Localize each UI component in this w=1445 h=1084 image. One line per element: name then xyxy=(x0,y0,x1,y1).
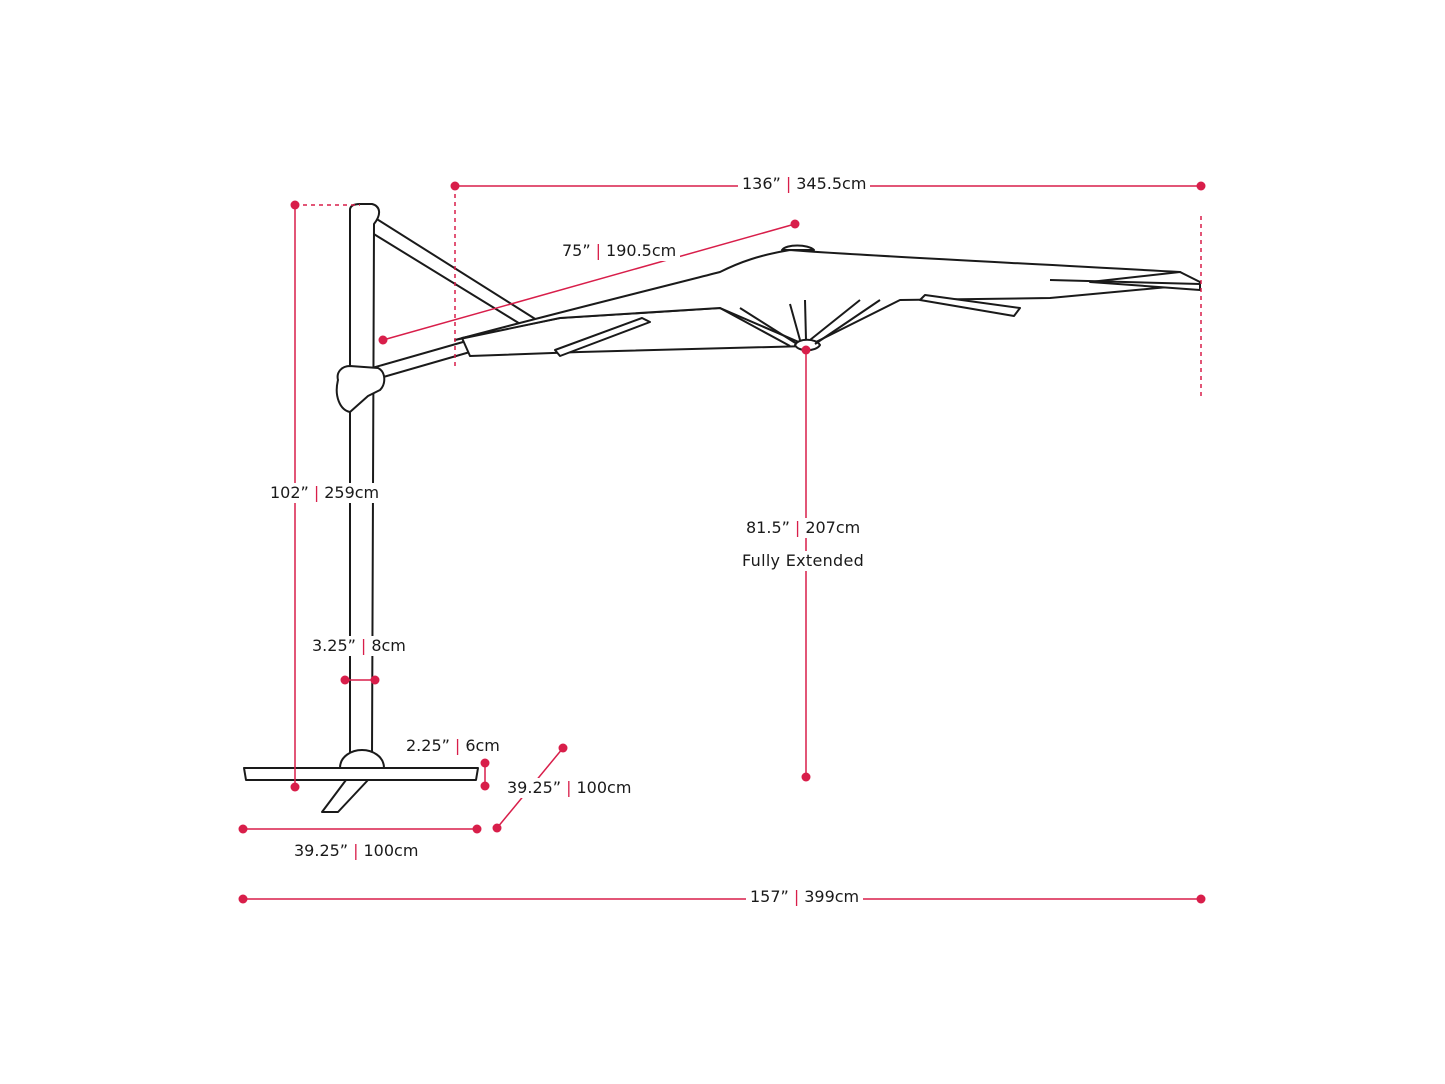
label-base-height: 2.25”|6cm xyxy=(402,736,504,756)
label-separator: | xyxy=(794,518,801,537)
label-imperial: 39.25” xyxy=(507,778,562,797)
label-canopy-radius: 75”|190.5cm xyxy=(558,241,681,261)
label-imperial: 75” xyxy=(562,241,591,260)
label-separator: | xyxy=(454,736,461,755)
label-pole-diameter: 3.25”|8cm xyxy=(308,636,410,656)
label-separator: | xyxy=(353,841,359,860)
label-separator: | xyxy=(566,778,572,797)
label-clearance-height: 81.5”|207cm xyxy=(742,518,865,538)
label-separator: | xyxy=(793,887,800,906)
label-separator: | xyxy=(785,174,792,193)
rib-line xyxy=(814,299,881,345)
label-pole-height: 102”|259cm xyxy=(266,483,384,503)
umbrella-outline xyxy=(243,203,1201,813)
dim-endpoint xyxy=(238,824,248,834)
dim-endpoint xyxy=(480,781,490,791)
support-strut xyxy=(363,215,541,331)
dim-endpoint xyxy=(450,181,460,191)
label-imperial: 81.5” xyxy=(746,518,790,537)
label-imperial: 157” xyxy=(750,887,789,906)
rib-line xyxy=(739,307,798,345)
label-imperial: 136” xyxy=(742,174,781,193)
label-total-width: 157”|399cm xyxy=(746,887,864,907)
base-leg xyxy=(321,779,369,813)
dimension-endpoints xyxy=(238,181,1206,904)
crank-housing xyxy=(335,365,386,413)
label-metric: 399cm xyxy=(804,887,860,906)
label-imperial: 39.25” xyxy=(294,841,349,860)
rib-line xyxy=(1049,279,1201,285)
dim-line-canopy-radius xyxy=(382,223,796,341)
label-base-width: 39.25”|100cm xyxy=(290,841,423,861)
base-collar xyxy=(339,749,385,769)
dim-endpoint xyxy=(558,743,568,753)
rib-line xyxy=(789,303,801,341)
label-metric: 345.5cm xyxy=(796,174,867,193)
label-imperial: 3.25” xyxy=(312,636,356,655)
dim-endpoint xyxy=(480,758,490,768)
dim-endpoint xyxy=(1196,894,1206,904)
dim-endpoint xyxy=(472,824,482,834)
label-metric: 6cm xyxy=(465,736,500,755)
label-metric: 100cm xyxy=(363,841,419,860)
dim-endpoint xyxy=(801,772,811,782)
label-separator: | xyxy=(313,483,320,502)
canopy-rib-right xyxy=(919,294,1021,317)
dim-endpoint xyxy=(492,823,502,833)
dim-endpoint xyxy=(290,200,300,210)
dim-endpoint xyxy=(290,782,300,792)
label-imperial: 2.25” xyxy=(406,736,450,755)
label-base-depth: 39.25”|100cm xyxy=(503,778,636,798)
label-separator: | xyxy=(595,241,602,260)
dim-endpoint xyxy=(340,675,350,685)
canopy-finial xyxy=(781,244,815,251)
label-canopy-width: 136”|345.5cm xyxy=(738,174,871,194)
rib-line xyxy=(809,299,861,341)
label-metric: 100cm xyxy=(576,778,632,797)
dim-endpoint xyxy=(801,345,811,355)
dim-endpoint xyxy=(238,894,248,904)
dim-endpoint xyxy=(1196,181,1206,191)
canopy-rib-left xyxy=(554,317,651,357)
base-plate xyxy=(243,767,479,781)
label-metric: 8cm xyxy=(371,636,406,655)
dim-endpoint xyxy=(370,675,380,685)
label-separator: | xyxy=(360,636,367,655)
label-metric: 259cm xyxy=(324,483,380,502)
label-metric: 207cm xyxy=(805,518,861,537)
label-metric: 190.5cm xyxy=(606,241,677,260)
rib-line xyxy=(804,299,807,341)
label-imperial: 102” xyxy=(270,483,309,502)
label-clearance-note: Fully Extended xyxy=(738,551,869,571)
canopy-hub xyxy=(794,338,821,352)
canopy-right-tip xyxy=(1089,271,1201,291)
umbrella-pole xyxy=(349,203,380,757)
dim-endpoint xyxy=(790,219,800,229)
canopy-ribs xyxy=(719,279,1201,347)
dim-endpoint xyxy=(378,335,388,345)
rib-line xyxy=(719,307,791,347)
